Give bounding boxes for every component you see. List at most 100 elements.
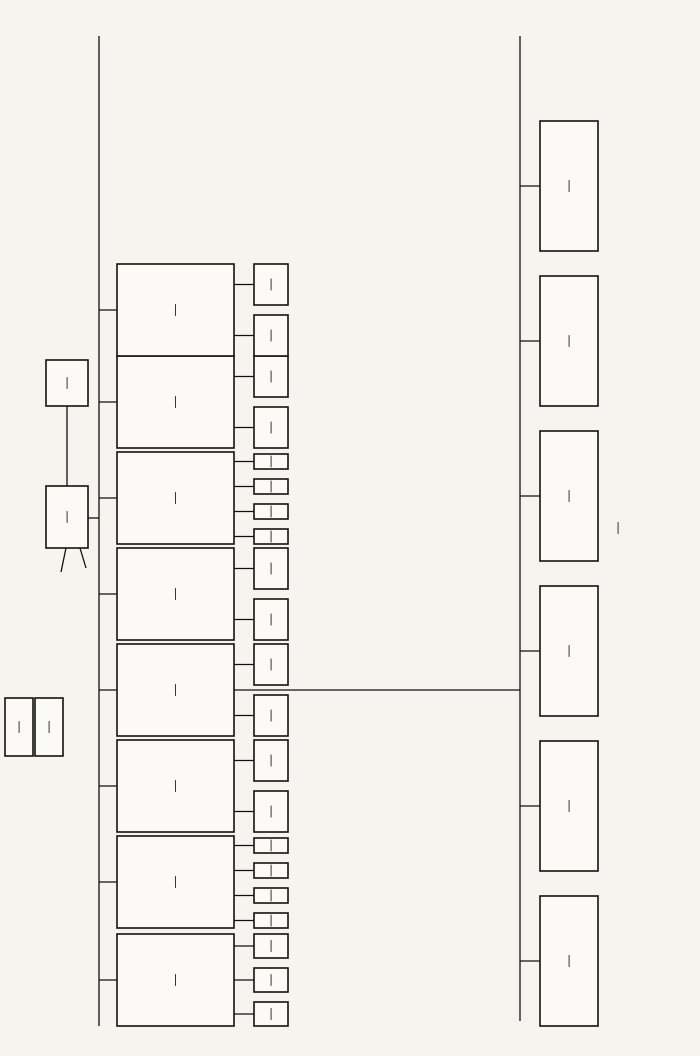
unit-foreign-0: — (253, 314, 289, 357)
referent-box-label: — (42, 721, 57, 734)
connector-line (79, 547, 87, 569)
referent-box: — (34, 697, 64, 757)
deputy-marketing-box-frame (116, 451, 235, 545)
unit-marketing-2-frame (253, 478, 289, 495)
unit-foreign-0-label: — (264, 329, 279, 342)
workshop-1-box-frame (539, 740, 599, 872)
unit-quality-1-label: — (264, 754, 279, 767)
unit-marketing-3-frame (253, 453, 289, 470)
deputy-economics-box: — (116, 933, 235, 1027)
workshop-3-box-frame (539, 430, 599, 562)
deputy-personnel-box: — (116, 547, 235, 641)
workshop-4-box: — (539, 275, 599, 407)
unit-economics-1-frame (253, 967, 289, 993)
unit-personnel-0: — (253, 598, 289, 641)
unit-technical-2-label: — (264, 864, 279, 877)
deputy-marketing-box-label: — (168, 492, 183, 505)
deputy-marketing-box: — (116, 451, 235, 545)
unit-personnel-0-label: — (264, 613, 279, 626)
workshop-2-box-label: — (562, 645, 577, 658)
unit-personnel-1-frame (253, 547, 289, 590)
unit-marketing-3-label: — (264, 455, 279, 468)
unit-foreign-1: — (253, 263, 289, 306)
workshop-5-box-frame (539, 120, 599, 252)
unit-technical-0: — (253, 912, 289, 929)
unit-accountant-1: — (253, 355, 289, 398)
unit-marketing-1-label: — (264, 505, 279, 518)
unit-technical-0-frame (253, 912, 289, 929)
unit-quality-1-frame (253, 739, 289, 782)
deputy-foreign-box: — (116, 263, 235, 357)
unit-economics-0-frame (253, 1001, 289, 1027)
unit-personnel-1: — (253, 547, 289, 590)
unit-foreign-1-frame (253, 263, 289, 306)
unit-economics-2-label: — (264, 940, 279, 953)
deputy-personnel-box-frame (116, 547, 235, 641)
unit-economics-0: — (253, 1001, 289, 1027)
deputy-accountant-box-label: — (168, 396, 183, 409)
unit-production-1-frame (253, 643, 289, 686)
deputy-quality-box-label: — (168, 780, 183, 793)
unit-personnel-0-frame (253, 598, 289, 641)
workshop-2-box: — (539, 585, 599, 717)
deputy-personnel-box-label: — (168, 588, 183, 601)
unit-economics-1-label: — (264, 974, 279, 987)
workshop-3-box: — (539, 430, 599, 562)
unit-technical-0-label: — (264, 914, 279, 927)
workshop-0-box: — (539, 895, 599, 1027)
unit-economics-2: — (253, 933, 289, 959)
unit-personnel-1-label: — (264, 562, 279, 575)
unit-marketing-0-frame (253, 528, 289, 545)
unit-quality-0: — (253, 790, 289, 833)
secretariat-box-label: — (12, 721, 27, 734)
deputy-quality-box: — (116, 739, 235, 833)
unit-foreign-0-frame (253, 314, 289, 357)
unit-technical-2-frame (253, 862, 289, 879)
deputy-technical-box-frame (116, 835, 235, 929)
referent-box-frame (34, 697, 64, 757)
unit-marketing-0-label: — (264, 530, 279, 543)
workshop-0-box-frame (539, 895, 599, 1027)
deputy-technical-box-label: — (168, 876, 183, 889)
unit-marketing-2-label: — (264, 480, 279, 493)
connector-line (60, 547, 67, 573)
unit-economics-1: — (253, 967, 289, 993)
workshop-1-box: — (539, 740, 599, 872)
deputy-foreign-box-frame (116, 263, 235, 357)
unit-accountant-0-label: — (264, 421, 279, 434)
workshop-2-box-frame (539, 585, 599, 717)
unit-production-1: — (253, 643, 289, 686)
unit-quality-0-label: — (264, 805, 279, 818)
unit-foreign-1-label: — (264, 278, 279, 291)
unit-economics-0-label: — (264, 1008, 279, 1021)
unit-quality-0-frame (253, 790, 289, 833)
workshop-5-box-label: — (562, 180, 577, 193)
secretariat-box-frame (4, 697, 34, 757)
unit-technical-3-label: — (264, 839, 279, 852)
unit-marketing-1: — (253, 503, 289, 520)
workshop-4-box-label: — (562, 335, 577, 348)
figure-caption: — (611, 522, 626, 535)
workshop-3-box-label: — (562, 490, 577, 503)
unit-technical-3-frame (253, 837, 289, 854)
rotated-chart: ———————————————————————————————————————— (4, 36, 626, 1027)
deputy-quality-box-frame (116, 739, 235, 833)
workshop-0-box-label: — (562, 955, 577, 968)
unit-accountant-0: — (253, 406, 289, 449)
workshop-5-box: — (539, 120, 599, 252)
unit-production-0-frame (253, 694, 289, 737)
director-box: — (45, 485, 89, 549)
unit-technical-1: — (253, 887, 289, 904)
director-box-label: — (60, 511, 75, 524)
unit-economics-2-frame (253, 933, 289, 959)
deputy-accountant-box: — (116, 355, 235, 449)
unit-accountant-0-frame (253, 406, 289, 449)
secretariat-box: — (4, 697, 34, 757)
unit-accountant-1-label: — (264, 370, 279, 383)
unit-marketing-1-frame (253, 503, 289, 520)
unit-technical-1-frame (253, 887, 289, 904)
deputy-foreign-box-label: — (168, 304, 183, 317)
unit-production-1-label: — (264, 658, 279, 671)
legal-adviser-box-label: — (60, 377, 75, 390)
